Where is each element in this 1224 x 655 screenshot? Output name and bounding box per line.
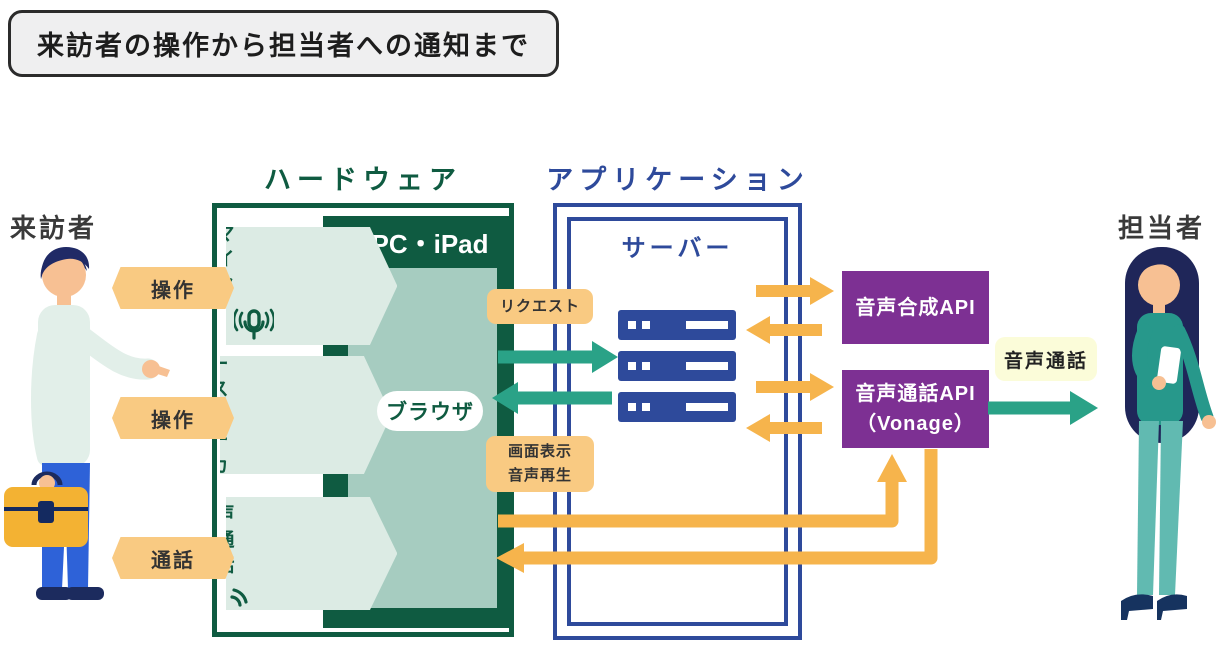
- browser-label: ブラウザ: [377, 391, 483, 431]
- staff-label: 担当者: [1118, 213, 1206, 243]
- component-mic: マイク: [226, 227, 398, 345]
- mic-icon: [234, 309, 274, 341]
- flow-label-call: 通話: [112, 537, 234, 579]
- visitor-illustration: [4, 247, 170, 600]
- application-box: [553, 203, 802, 640]
- server-label: サーバー: [621, 235, 734, 262]
- response-label-line2: 音声再生: [507, 467, 572, 484]
- voice-call-api-box: 音声通話API （Vonage）: [842, 370, 989, 448]
- arrow-voice-call-to-staff-head: [1070, 391, 1098, 425]
- device-label: PC・iPad: [371, 229, 489, 259]
- speech-synthesis-api-label: 音声合成API: [855, 296, 976, 319]
- response-label-line1: 画面表示: [507, 443, 572, 460]
- arrow-server-to-synth-head: [810, 277, 834, 305]
- server-rack-unit: [618, 351, 736, 381]
- voice-call-api-label-line1: 音声通話API: [855, 383, 976, 405]
- server-box: [567, 217, 788, 626]
- arrow-server-to-vonage-head: [810, 373, 834, 401]
- server-rack-unit: [618, 392, 736, 422]
- request-label: リクエスト: [487, 289, 593, 324]
- application-section-title: アプリケーション: [546, 165, 810, 195]
- hardware-section-title: ハードウェア: [264, 165, 462, 195]
- server-rack-unit: [618, 310, 736, 340]
- flow-label-operate-2: 操作: [112, 397, 234, 439]
- visitor-label: 来訪者: [10, 213, 98, 243]
- page-title: 来訪者の操作から担当者への通知まで: [8, 10, 559, 77]
- response-label: 画面表示 音声再生: [486, 436, 594, 492]
- component-monitor-speaker: モニター スピーカー: [220, 356, 392, 474]
- arrow-hardware-to-vonage-head: [877, 454, 907, 482]
- voice-call-label: 音声通話: [995, 337, 1097, 381]
- phone-icon: [226, 588, 248, 610]
- component-monitor-label: モニター: [209, 353, 231, 375]
- staff-illustration: [1121, 247, 1216, 620]
- voice-call-api-label-line2: （Vonage）: [856, 413, 975, 435]
- speech-synthesis-api-box: 音声合成API: [842, 271, 989, 344]
- flow-label-operate-1: 操作: [112, 267, 234, 309]
- component-voice-call: 音声通話: [226, 497, 398, 610]
